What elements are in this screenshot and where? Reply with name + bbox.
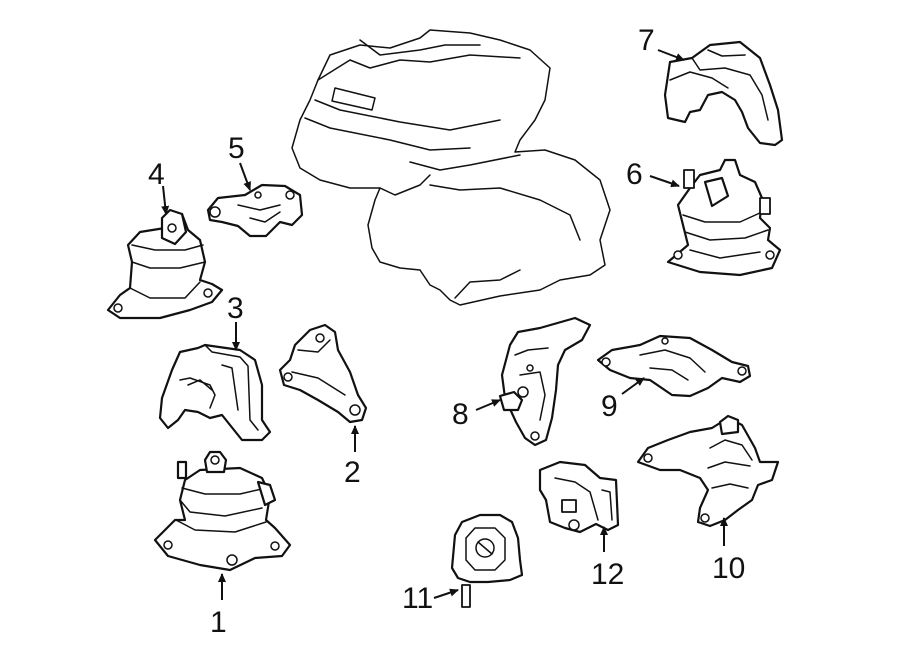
callout-label-11: 11 — [402, 582, 433, 615]
callout-label-5: 5 — [228, 132, 245, 165]
leader-line-4 — [161, 185, 170, 215]
part-1-engine-mount — [153, 450, 292, 572]
leader-line-5 — [239, 162, 251, 191]
callout-label-6: 6 — [626, 158, 643, 191]
callout-6: 6 — [626, 158, 680, 191]
callout-5: 5 — [228, 132, 251, 191]
part-4-engine-mount — [106, 208, 224, 320]
part-9-bracket — [596, 334, 752, 398]
engine-outline — [291, 29, 611, 306]
callout-label-9: 9 — [601, 390, 618, 423]
callout-1: 1 — [210, 573, 227, 639]
callout-2: 2 — [344, 425, 361, 489]
leader-line-7 — [657, 49, 685, 61]
callout-8: 8 — [452, 398, 501, 431]
callout-label-12: 12 — [591, 558, 624, 591]
callout-11: 11 — [402, 582, 459, 615]
part-6-engine-mount — [666, 158, 782, 277]
part-5-bracket — [206, 183, 304, 238]
callout-label-7: 7 — [638, 24, 655, 57]
part-11-mount — [450, 513, 524, 608]
leader-line-9 — [621, 377, 645, 395]
part-3-mount-bracket — [158, 343, 272, 442]
leader-line-11 — [433, 588, 459, 599]
leader-line-8 — [475, 399, 501, 411]
part-8-bracket — [498, 316, 592, 447]
callout-label-8: 8 — [452, 398, 469, 431]
leader-line-6 — [649, 175, 680, 188]
callout-10: 10 — [712, 517, 745, 585]
callout-label-4: 4 — [148, 158, 165, 191]
part-2-bracket — [278, 323, 368, 424]
callout-7: 7 — [638, 24, 685, 61]
callout-4: 4 — [148, 158, 170, 215]
callout-3: 3 — [227, 292, 244, 351]
callout-9: 9 — [601, 377, 645, 423]
callout-label-2: 2 — [344, 456, 361, 489]
callout-12: 12 — [591, 526, 624, 591]
callout-label-1: 1 — [210, 606, 227, 639]
callout-label-3: 3 — [227, 292, 244, 325]
part-10-mount-bracket — [636, 414, 780, 528]
part-7-heat-shield — [663, 40, 784, 147]
part-12-bracket — [538, 460, 620, 534]
callout-label-10: 10 — [712, 552, 745, 585]
